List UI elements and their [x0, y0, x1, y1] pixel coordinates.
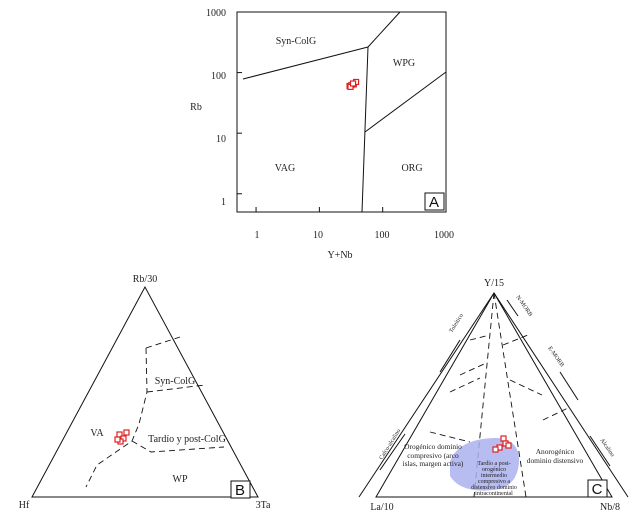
- panel-b-ternary-rb-hf-ta: Rb/30 Hf 3Ta Syn-ColG Tardío y post-ColG…: [19, 274, 271, 511]
- c-field-anorogenico-box: Anorogénico dominio distensivo: [526, 448, 584, 465]
- c-dash-t6: [542, 407, 569, 421]
- c-dash-t3: [459, 363, 485, 376]
- b-point: [123, 429, 130, 436]
- c-dash-t4: [449, 377, 481, 393]
- c-arrow-nmorb: [506, 299, 519, 317]
- b-apex-right: 3Ta: [256, 500, 271, 511]
- c-dash-t2: [502, 334, 529, 346]
- c-panel-letter: C: [592, 481, 603, 498]
- c-outer-right: [493, 292, 629, 498]
- a-boundary-syncol-wpg: [367, 11, 401, 48]
- a-field-org: ORG: [401, 163, 422, 174]
- a-point: [349, 80, 357, 87]
- a-ylabel: Rb: [190, 102, 202, 113]
- b-point: [114, 436, 121, 443]
- b-dash-top: [145, 336, 181, 349]
- c-field-orogenico: Orogénico dominio compresivo (arco islas…: [402, 443, 464, 469]
- b-apex-left: Hf: [19, 500, 30, 511]
- c-arrow-toleitico: [439, 339, 461, 373]
- b-dash-va-left: [85, 347, 148, 488]
- c-apex-left: La/10: [370, 502, 393, 513]
- c-dash-t5: [509, 379, 543, 396]
- a-boundary-wpg-org: [364, 71, 447, 133]
- a-field-wpg: WPG: [393, 58, 415, 69]
- b-field-syncolg: Syn-ColG: [155, 376, 196, 387]
- a-xtick-0: 1: [255, 230, 260, 241]
- c-apex-top: Y/15: [484, 278, 504, 289]
- c-small-5: intracontinental: [475, 491, 513, 497]
- b-field-tardio: Tardío y post-ColG: [148, 434, 226, 445]
- panel-a-rb-vs-ynb: 1000 100 10 1 1 10 100 1000 Y+Nb Rb Syn-…: [190, 8, 454, 261]
- panel-a-points: [346, 78, 360, 91]
- a-xtick-1: 10: [313, 230, 323, 241]
- a-xtick-3: 1000: [434, 230, 454, 241]
- c-dash-right-inner: [493, 292, 527, 498]
- c-arrow-emorb: [559, 371, 579, 401]
- c-side-emorb: E-MORB: [546, 346, 564, 369]
- c-point: [500, 435, 507, 442]
- c-dash-t1: [469, 334, 491, 341]
- c-panel-badge: [587, 479, 608, 498]
- a-xlabel: Y+Nb: [327, 250, 352, 261]
- a-panel-badge: [424, 192, 445, 211]
- a-ytick-2: 10: [216, 134, 226, 145]
- c-small-0: Tardío a post-: [477, 461, 510, 467]
- panel-a-ticks: [237, 11, 447, 212]
- b-apex-top: Rb/30: [133, 274, 157, 285]
- panel-c-ternary-y-la-nb: Y/15 La/10 Nb/8 Toleítico N-MORB E-MORB …: [358, 278, 629, 513]
- a-boundary-syncol-vag: [242, 46, 369, 80]
- a-panel-letter: A: [429, 194, 439, 211]
- b-field-va: VA: [90, 428, 104, 439]
- c-shaded-field: [450, 438, 520, 491]
- b-panel-badge: [230, 480, 251, 499]
- c-small-field-text: Tardío a post- orogénico intermedio comp…: [471, 461, 517, 497]
- c-field-anorogenico: Anorogénico dominio distensivo: [526, 448, 584, 465]
- panel-c-points: [492, 435, 512, 453]
- c-point: [492, 446, 499, 453]
- panel-a-frame: [236, 11, 447, 213]
- c-side-toleitico: Toleítico: [449, 313, 465, 334]
- c-arrow-calco: [379, 433, 406, 471]
- a-ytick-1: 100: [211, 71, 226, 82]
- c-arrow-alcalino: [589, 435, 611, 467]
- a-ytick-3: 1: [221, 197, 226, 208]
- panel-b-points: [114, 429, 130, 445]
- a-ytick-0: 1000: [206, 8, 226, 19]
- c-outer-left: [358, 292, 495, 498]
- a-field-syncolg: Syn-ColG: [276, 36, 317, 47]
- b-field-wp: WP: [173, 474, 188, 485]
- a-field-vag: VAG: [275, 163, 295, 174]
- c-small-1: orogénico: [482, 467, 506, 473]
- c-field-orogenico-box: Orogénico dominio compresivo (arco islas…: [402, 443, 464, 469]
- c-small-2: intermedio: [481, 473, 507, 479]
- c-apex-right: Nb/8: [600, 502, 620, 513]
- b-dash-wp-upper: [131, 440, 225, 453]
- c-dash-t7: [429, 431, 471, 443]
- c-side-calco: Calco-alcalino: [379, 428, 403, 461]
- b-triangle: [31, 285, 259, 498]
- c-small-3: compresivo a: [478, 479, 510, 485]
- c-triangle: [375, 292, 613, 498]
- c-point: [505, 442, 512, 449]
- b-panel-letter: B: [235, 482, 245, 499]
- a-boundary-vag-orgwpg: [361, 46, 369, 213]
- c-small-4: distensivo dominio: [471, 485, 517, 491]
- a-xtick-2: 100: [375, 230, 390, 241]
